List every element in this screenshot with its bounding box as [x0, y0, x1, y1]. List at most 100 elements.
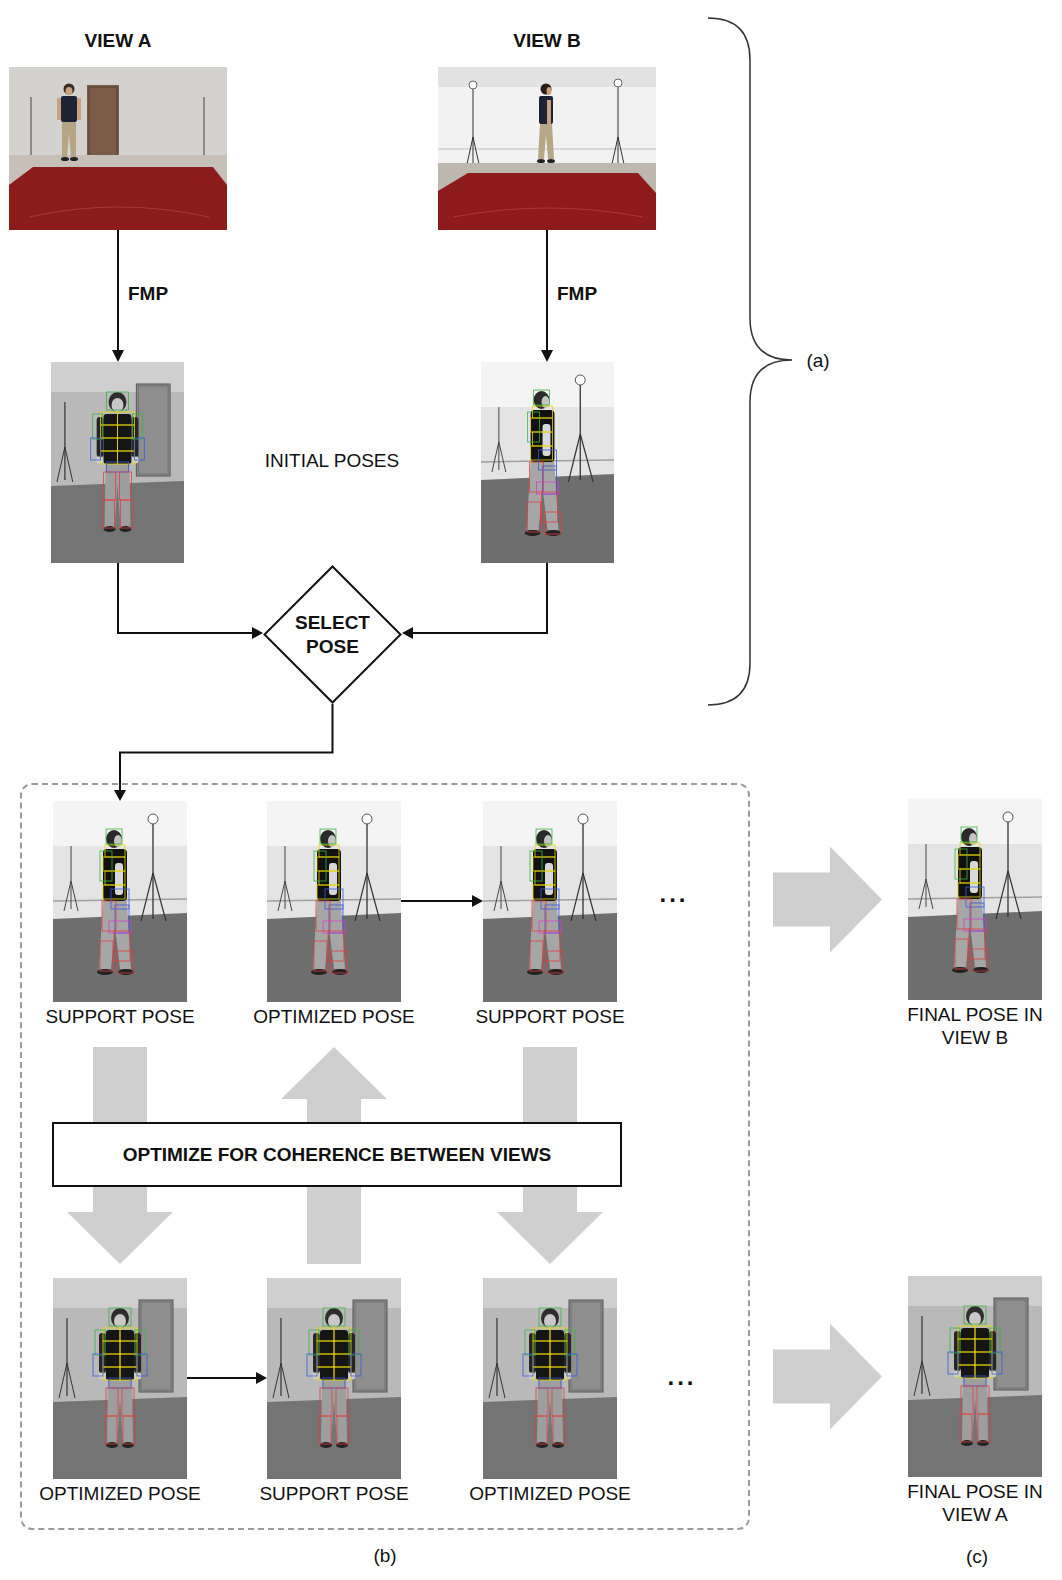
diamond-outline — [263, 565, 402, 704]
arrow-head — [114, 790, 126, 801]
drawn-shape — [31, 97, 32, 163]
arrow-head — [541, 350, 553, 362]
drawn-shape — [135, 1330, 145, 1355]
drawn-shape — [542, 492, 558, 522]
drawn-shape — [535, 871, 555, 885]
drawn-shape — [481, 362, 614, 563]
drawn-shape — [994, 1298, 1028, 1390]
drawn-shape — [355, 873, 367, 921]
drawn-shape — [547, 100, 551, 124]
drawn-shape — [546, 530, 562, 536]
pose-image: OPTIMIZED POSE — [267, 801, 401, 1002]
drawn-shape — [336, 1442, 348, 1448]
drawn-shape — [285, 846, 286, 909]
pose-caption: OPTIMIZED POSE — [234, 1005, 434, 1028]
ellipsis: ... — [667, 1365, 696, 1388]
drawn-shape — [545, 512, 561, 534]
drawn-shape — [65, 447, 73, 482]
drawn-shape — [366, 823, 367, 919]
drawn-shape — [955, 849, 967, 879]
drawn-shape — [552, 1388, 564, 1416]
drawn-shape — [550, 1341, 567, 1354]
drawn-shape — [952, 967, 968, 973]
drawn-shape — [115, 863, 123, 895]
stage-label: INITIAL POSES — [265, 449, 399, 472]
drawn-shape — [908, 799, 1042, 1000]
drawn-shape — [545, 905, 559, 933]
drawn-shape — [539, 1308, 561, 1326]
drawn-shape — [614, 79, 622, 87]
drawn-shape — [351, 1354, 361, 1376]
drawn-shape — [523, 1354, 533, 1376]
drawn-shape — [97, 969, 113, 975]
drawn-shape — [550, 1328, 567, 1341]
pose-image: OPTIMIZED POSE — [53, 1278, 187, 1479]
drawn-shape — [548, 969, 564, 975]
drawn-shape — [349, 1330, 359, 1355]
drawn-shape — [323, 1378, 345, 1388]
drawn-shape — [152, 823, 153, 919]
ellipsis: ... — [659, 882, 688, 905]
drawn-shape — [926, 844, 927, 907]
method-label: FMP — [128, 282, 168, 305]
drawn-shape — [104, 526, 116, 532]
drawn-shape — [537, 1380, 563, 1443]
drawn-shape — [483, 1278, 617, 1479]
drawn-shape — [329, 905, 343, 933]
drawn-shape — [66, 87, 73, 95]
drawn-shape — [281, 1363, 289, 1398]
drawn-shape — [921, 1316, 922, 1394]
drawn-shape — [267, 801, 401, 846]
drawn-shape — [118, 425, 135, 438]
drawn-shape — [313, 901, 345, 969]
drawn-shape — [353, 1300, 387, 1392]
drawn-shape — [483, 1397, 617, 1479]
pose-image: SUPPORT POSE — [267, 1278, 401, 1479]
drawn-shape — [975, 1352, 992, 1365]
drawn-shape — [99, 901, 131, 969]
drawn-shape — [103, 1341, 120, 1354]
drawn-shape — [53, 1397, 187, 1479]
drawn-shape — [70, 157, 78, 161]
drawn-shape — [109, 392, 127, 412]
drawn-shape — [105, 1416, 117, 1444]
drawn-shape — [919, 879, 926, 909]
drawn-shape — [961, 827, 977, 842]
drawn-shape — [328, 931, 344, 961]
drawn-shape — [314, 941, 327, 971]
drawn-shape — [469, 81, 477, 89]
decision-diamond: SELECT POSE — [263, 565, 402, 704]
drawn-shape — [977, 1386, 989, 1414]
connector — [773, 847, 882, 953]
drawn-shape — [317, 849, 341, 901]
drawn-shape — [334, 1354, 351, 1367]
drawn-shape — [966, 1306, 984, 1326]
drawn-shape — [538, 124, 554, 159]
drawn-shape — [530, 941, 543, 971]
drawn-shape — [531, 446, 553, 460]
pose-image: SUPPORT POSE — [483, 801, 617, 1002]
drawn-shape — [103, 857, 125, 871]
drawn-shape — [267, 801, 401, 1002]
drawn-shape — [107, 392, 129, 410]
drawn-shape — [122, 1442, 134, 1448]
drawn-shape — [117, 951, 133, 973]
drawn-shape — [908, 1276, 1042, 1477]
pose-image — [267, 1278, 401, 1479]
drawn-shape — [309, 1330, 319, 1355]
drawn-shape — [319, 1416, 331, 1444]
drawn-shape — [61, 96, 77, 122]
drawn-shape — [109, 1308, 131, 1326]
drawn-shape — [569, 1300, 603, 1392]
camera-photo — [9, 67, 227, 230]
drawn-shape — [914, 1361, 922, 1396]
drawn-shape — [955, 939, 968, 969]
drawn-shape — [618, 87, 619, 171]
pose-caption: SUPPORT POSE — [20, 1005, 220, 1028]
drawn-shape — [544, 931, 560, 961]
drawn-shape — [317, 1328, 334, 1341]
drawn-shape — [992, 1352, 1002, 1374]
node-text: OPTIMIZE FOR COHERENCE BETWEEN VIEWS — [123, 1143, 552, 1166]
node-text: SELECT POSE — [285, 611, 381, 659]
